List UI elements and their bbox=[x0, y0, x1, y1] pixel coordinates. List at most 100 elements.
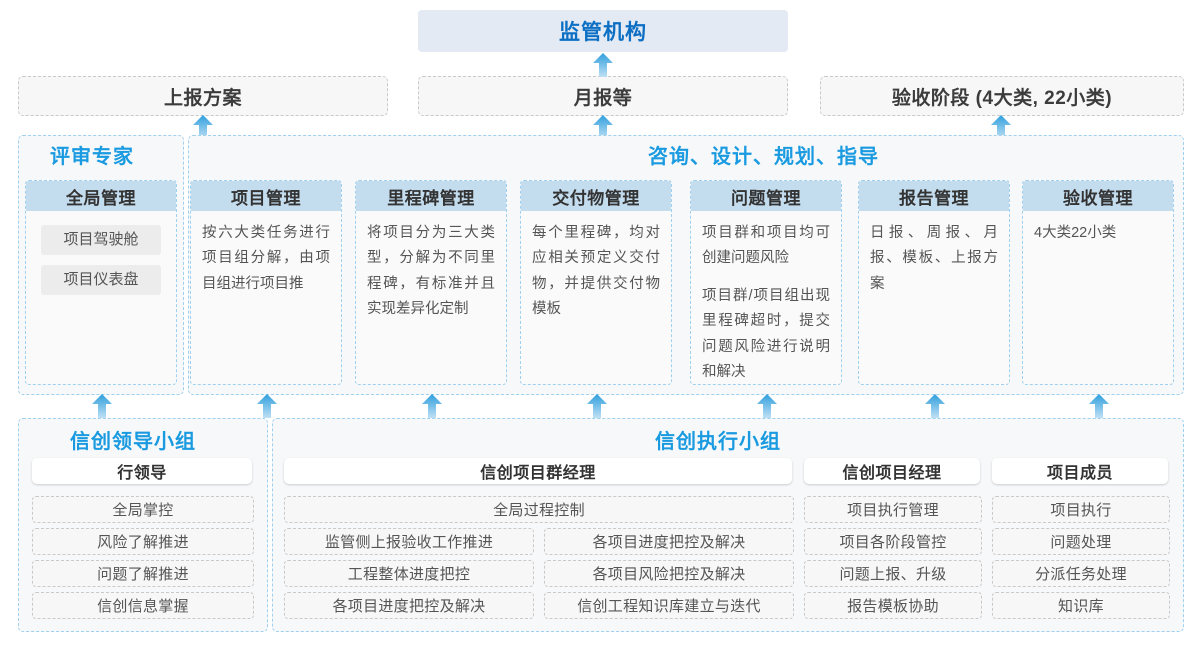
task-label: 项目执行 bbox=[1050, 502, 1112, 519]
task-item[interactable]: 问题了解推进 bbox=[32, 560, 254, 587]
module-body: 按六大类任务进行项目组分解，由项目组进行项目推 bbox=[191, 211, 341, 297]
task-label: 项目各阶段管控 bbox=[839, 534, 947, 551]
task-item[interactable]: 项目执行管理 bbox=[804, 496, 982, 523]
role-project-member[interactable]: 项目成员 bbox=[992, 458, 1168, 484]
module-body: 日报、周报、月报、模板、上报方案 bbox=[859, 211, 1009, 297]
leading-group-title: 信创领导小组 bbox=[70, 431, 196, 453]
task-item-wide[interactable]: 全局过程控制 bbox=[284, 496, 794, 523]
task-label: 问题处理 bbox=[1050, 534, 1112, 551]
module-title: 问题管理 bbox=[691, 181, 841, 211]
task-item[interactable]: 分派任务处理 bbox=[992, 560, 1170, 587]
module-paragraph: 将项目分为三大类型，分解为不同里程碑，有标准并且实现差异化定制 bbox=[367, 225, 495, 318]
task-label: 各项目进度把控及解决 bbox=[592, 534, 746, 551]
module-global-management[interactable]: 全局管理 项目驾驶舱 项目仪表盘 bbox=[25, 180, 177, 385]
arrow-up-icon bbox=[257, 394, 277, 418]
role-label: 项目成员 bbox=[1046, 465, 1113, 482]
task-label: 信创信息掌握 bbox=[97, 598, 189, 615]
task-label: 分派任务处理 bbox=[1035, 566, 1127, 583]
module-title: 项目管理 bbox=[191, 181, 341, 211]
role-label: 行领导 bbox=[117, 465, 167, 482]
task-label: 全局掌控 bbox=[112, 502, 174, 519]
submission-box-monthly[interactable]: 月报等 bbox=[418, 76, 788, 116]
task-item[interactable]: 工程整体进度把控 bbox=[284, 560, 534, 587]
module-paragraph: 按六大类任务进行项目组分解，由项目组进行项目推 bbox=[202, 225, 330, 292]
submission-label: 月报等 bbox=[573, 87, 633, 109]
task-label: 知识库 bbox=[1058, 598, 1104, 615]
module-acceptance-management[interactable]: 验收管理 4大类22小类 bbox=[1022, 180, 1174, 385]
module-body: 每个里程碑，均对应相关预定义交付物，并提供交付物模板 bbox=[521, 211, 671, 323]
module-paragraph: 日报、周报、月报、模板、上报方案 bbox=[870, 225, 998, 292]
module-report-management[interactable]: 报告管理 日报、周报、月报、模板、上报方案 bbox=[858, 180, 1010, 385]
regulatory-authority-box: 监管机构 bbox=[418, 10, 788, 52]
submission-box-acceptance[interactable]: 验收阶段 (4大类, 22小类) bbox=[820, 76, 1184, 116]
module-pill[interactable]: 项目驾驶舱 bbox=[41, 225, 161, 255]
module-body: 项目驾驶舱 项目仪表盘 bbox=[26, 211, 176, 295]
task-item[interactable]: 监管侧上报验收工作推进 bbox=[284, 528, 534, 555]
module-pill[interactable]: 项目仪表盘 bbox=[41, 265, 161, 295]
arrow-up-icon bbox=[757, 394, 777, 418]
task-label: 各项目风险把控及解决 bbox=[592, 566, 746, 583]
arrow-up-icon bbox=[1089, 394, 1109, 418]
consulting-title: 咨询、设计、规划、指导 bbox=[648, 146, 879, 168]
task-label: 报告模板协助 bbox=[847, 598, 939, 615]
arrow-up-icon bbox=[92, 394, 112, 418]
role-label: 信创项目群经理 bbox=[480, 465, 596, 482]
task-item[interactable]: 风险了解推进 bbox=[32, 528, 254, 555]
module-milestone-management[interactable]: 里程碑管理 将项目分为三大类型，分解为不同里程碑，有标准并且实现差异化定制 bbox=[355, 180, 507, 385]
module-title: 全局管理 bbox=[26, 181, 176, 211]
arrow-up-icon bbox=[593, 115, 613, 139]
task-label: 各项目进度把控及解决 bbox=[332, 598, 486, 615]
module-title: 报告管理 bbox=[859, 181, 1009, 211]
role-project-manager[interactable]: 信创项目经理 bbox=[804, 458, 980, 484]
task-label: 问题上报、升级 bbox=[839, 566, 947, 583]
module-body: 4大类22小类 bbox=[1023, 211, 1173, 246]
task-item[interactable]: 问题上报、升级 bbox=[804, 560, 982, 587]
arrow-up-icon bbox=[587, 394, 607, 418]
regulatory-authority-label: 监管机构 bbox=[559, 21, 647, 44]
module-project-management[interactable]: 项目管理 按六大类任务进行项目组分解，由项目组进行项目推 bbox=[190, 180, 342, 385]
module-issue-management[interactable]: 问题管理 项目群和项目均可创建问题风险 项目群/项目组出现里程碑超时，提交问题风… bbox=[690, 180, 842, 385]
module-paragraph: 项目群和项目均可创建问题风险 bbox=[702, 225, 830, 267]
task-label: 工程整体进度把控 bbox=[347, 566, 471, 583]
arrow-up-icon bbox=[193, 115, 213, 139]
module-deliverable-management[interactable]: 交付物管理 每个里程碑，均对应相关预定义交付物，并提供交付物模板 bbox=[520, 180, 672, 385]
task-item[interactable]: 全局掌控 bbox=[32, 496, 254, 523]
module-title: 交付物管理 bbox=[521, 181, 671, 211]
task-item[interactable]: 知识库 bbox=[992, 592, 1170, 619]
submission-box-plan[interactable]: 上报方案 bbox=[18, 76, 388, 116]
arrow-up-icon bbox=[422, 394, 442, 418]
arrow-up-icon bbox=[991, 115, 1011, 139]
module-paragraph: 每个里程碑，均对应相关预定义交付物，并提供交付物模板 bbox=[532, 225, 660, 318]
task-label: 信创工程知识库建立与迭代 bbox=[577, 598, 761, 615]
task-label: 问题了解推进 bbox=[97, 566, 189, 583]
task-label: 监管侧上报验收工作推进 bbox=[324, 534, 494, 551]
role-bank-leader[interactable]: 行领导 bbox=[32, 458, 252, 484]
module-paragraph: 项目群/项目组出现里程碑超时，提交问题风险进行说明和解决 bbox=[702, 287, 830, 380]
consulting-region bbox=[188, 135, 1184, 395]
submission-label: 验收阶段 (4大类, 22小类) bbox=[891, 87, 1113, 109]
review-experts-title: 评审专家 bbox=[50, 146, 134, 168]
task-item[interactable]: 项目各阶段管控 bbox=[804, 528, 982, 555]
task-item[interactable]: 各项目进度把控及解决 bbox=[544, 528, 794, 555]
task-item[interactable]: 信创信息掌握 bbox=[32, 592, 254, 619]
module-body: 项目群和项目均可创建问题风险 项目群/项目组出现里程碑超时，提交问题风险进行说明… bbox=[691, 211, 841, 384]
arrow-up-icon bbox=[925, 394, 945, 418]
arrow-up-icon bbox=[593, 53, 613, 77]
module-body: 将项目分为三大类型，分解为不同里程碑，有标准并且实现差异化定制 bbox=[356, 211, 506, 323]
task-item[interactable]: 问题处理 bbox=[992, 528, 1170, 555]
task-label: 全局过程控制 bbox=[493, 502, 585, 519]
module-title: 验收管理 bbox=[1023, 181, 1173, 211]
task-label: 风险了解推进 bbox=[97, 534, 189, 551]
task-item[interactable]: 报告模板协助 bbox=[804, 592, 982, 619]
module-title: 里程碑管理 bbox=[356, 181, 506, 211]
module-paragraph: 4大类22小类 bbox=[1034, 225, 1117, 241]
submission-label: 上报方案 bbox=[163, 87, 242, 109]
task-item[interactable]: 各项目风险把控及解决 bbox=[544, 560, 794, 587]
role-label: 信创项目经理 bbox=[842, 465, 942, 482]
task-item[interactable]: 各项目进度把控及解决 bbox=[284, 592, 534, 619]
task-item[interactable]: 信创工程知识库建立与迭代 bbox=[544, 592, 794, 619]
role-program-manager[interactable]: 信创项目群经理 bbox=[284, 458, 792, 484]
execution-group-title: 信创执行小组 bbox=[655, 431, 781, 453]
task-item[interactable]: 项目执行 bbox=[992, 496, 1170, 523]
